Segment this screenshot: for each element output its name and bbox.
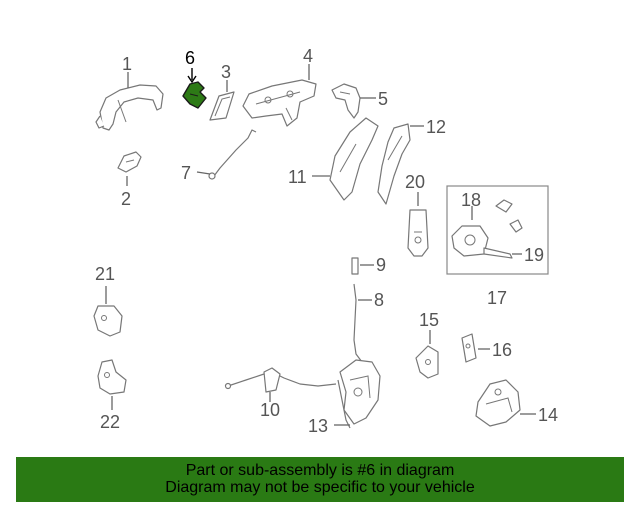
label-1: 1 [122,54,132,74]
label-12: 12 [426,117,446,137]
label-3: 3 [221,62,231,82]
label-18: 18 [461,190,481,210]
label-6: 6 [185,48,195,68]
label-9: 9 [376,255,386,275]
label-4: 4 [303,46,313,66]
part-9-pin[interactable] [351,257,359,275]
part-7-rod[interactable] [208,129,257,180]
banner-line-2: Diagram may not be specific to your vehi… [165,479,475,496]
label-10: 10 [260,400,280,420]
part-12-panel-right[interactable] [377,123,411,205]
part-1-outer-handle[interactable] [95,84,164,131]
label-17: 17 [487,288,507,308]
label-5: 5 [378,89,388,109]
part-18-lock-cylinder[interactable] [451,199,523,257]
part-16-plate[interactable] [461,333,477,363]
part-13-door-latch[interactable] [337,359,381,429]
part-15-striker[interactable] [415,345,439,379]
label-21: 21 [95,264,115,284]
part-21-bracket[interactable] [93,305,123,337]
label-2: 2 [121,189,131,209]
part-8-cable[interactable] [353,283,363,363]
part-19-key[interactable] [483,247,513,259]
box-17-lock-cylinder-kit [446,185,549,275]
part-22-hinge-bracket[interactable] [97,359,127,395]
label-14: 14 [538,405,558,425]
label-11: 11 [288,167,307,187]
part-5-cover[interactable] [331,83,361,119]
part-10-actuator-cable[interactable] [224,367,337,393]
label-19: 19 [524,245,544,265]
part-4-handle-carrier[interactable] [242,79,317,127]
label-8: 8 [374,290,384,310]
label-22: 22 [100,412,120,432]
label-16: 16 [492,340,512,360]
label-15: 15 [419,310,439,330]
part-14-lock-actuator[interactable] [475,379,521,427]
part-6-highlighted-bracket[interactable] [182,81,207,109]
banner-line-1: Part or sub-assembly is #6 in diagram [185,462,455,479]
label-13: 13 [308,416,328,436]
part-11-panel-left[interactable] [329,117,379,201]
parts-diagram: 1 2 6 3 4 5 7 [93,46,558,436]
label-20: 20 [405,172,425,192]
part-2-inner-handle[interactable] [117,151,142,173]
label-7: 7 [181,163,191,183]
part-20-key-fob[interactable] [407,209,429,257]
part-3-gasket[interactable] [209,91,235,121]
info-banner: Part or sub-assembly is #6 in diagram Di… [16,457,624,502]
